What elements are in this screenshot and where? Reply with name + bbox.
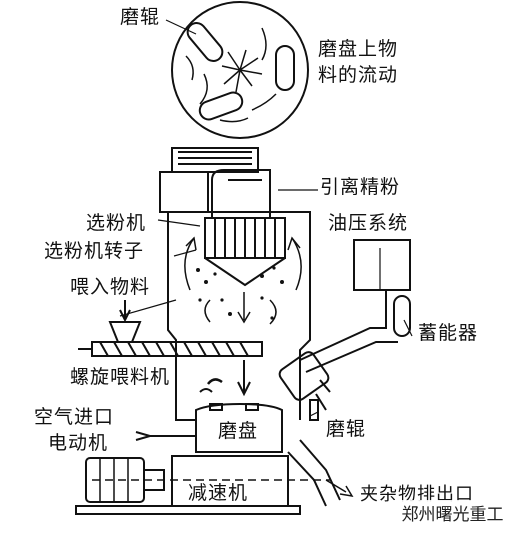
label-motor: 电动机 — [48, 432, 109, 454]
label-material-flow-2: 料的流动 — [318, 64, 399, 86]
label-feed-material: 喂入物料 — [70, 276, 151, 298]
roller-assembly — [278, 239, 411, 421]
label-separator: 选粉机 — [86, 212, 147, 234]
roller-top-view-2 — [275, 45, 295, 91]
label-grinding-roller-bottom: 磨辊 — [326, 418, 367, 440]
label-separator-rotor: 选粉机转子 — [44, 240, 145, 262]
label-hydraulic-system: 油压系统 — [328, 212, 409, 234]
table-top-view — [171, 1, 309, 139]
leader-lines — [119, 19, 413, 417]
label-grinding-roller-top: 磨辊 — [120, 6, 161, 28]
drive-train — [75, 439, 354, 515]
label-accumulator: 蓄能器 — [418, 322, 479, 344]
label-reject-outlet: 夹杂物排出口 — [360, 484, 474, 505]
watermark: 郑州曙光重工 — [392, 500, 513, 531]
material-flow-arrows — [185, 27, 277, 123]
screw-feeder — [78, 300, 263, 357]
grinding-table — [135, 402, 283, 453]
label-reducer: 减速机 — [188, 482, 249, 504]
label-material-flow-1: 磨盘上物 — [318, 38, 399, 60]
label-fine-powder: 引离精粉 — [320, 176, 401, 198]
roller-top-view-3 — [198, 91, 244, 121]
table-outline — [171, 1, 309, 139]
label-air-inlet: 空气进口 — [34, 406, 115, 428]
roller-top-view-1 — [186, 22, 224, 62]
mill-body — [159, 147, 311, 421]
label-grinding-table: 磨盘 — [218, 420, 259, 442]
label-screw-feeder: 螺旋喂料机 — [70, 366, 171, 388]
